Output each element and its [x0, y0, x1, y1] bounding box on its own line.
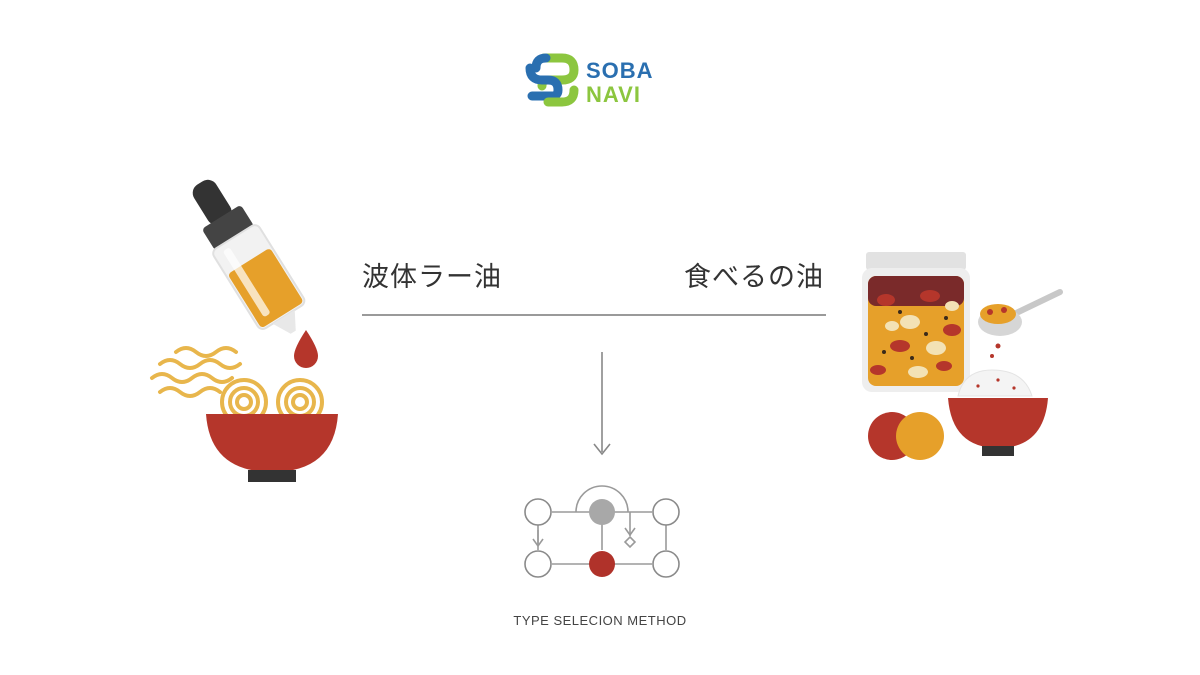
- chili-jar-icon: [862, 252, 970, 392]
- s-mark-icon: [525, 53, 579, 107]
- flow-node-active: [589, 499, 615, 525]
- noodle-bowl-icon: [150, 346, 338, 482]
- edible-type-label: 食べるの油: [684, 262, 824, 293]
- liquid-type-label: 波体ラー油: [362, 262, 502, 293]
- flow-node: [524, 550, 552, 578]
- flow-node: [652, 498, 680, 526]
- spoon-icon: [978, 289, 1063, 358]
- flow-node: [524, 498, 552, 526]
- down-arrow-icon: [593, 352, 611, 456]
- rice-bowl-icon: [948, 369, 1048, 456]
- flow-caption: TYPE SELECION METHOD: [513, 613, 687, 628]
- flow-node-selected: [589, 551, 615, 577]
- flow-node: [652, 550, 680, 578]
- ingredient-circles-icon: [868, 412, 944, 460]
- oil-drop-icon: [294, 330, 318, 368]
- dropper-icon: [192, 179, 306, 334]
- logo-text-line2: NAVI: [586, 82, 641, 107]
- logo-text-line1: SOBA: [586, 58, 654, 83]
